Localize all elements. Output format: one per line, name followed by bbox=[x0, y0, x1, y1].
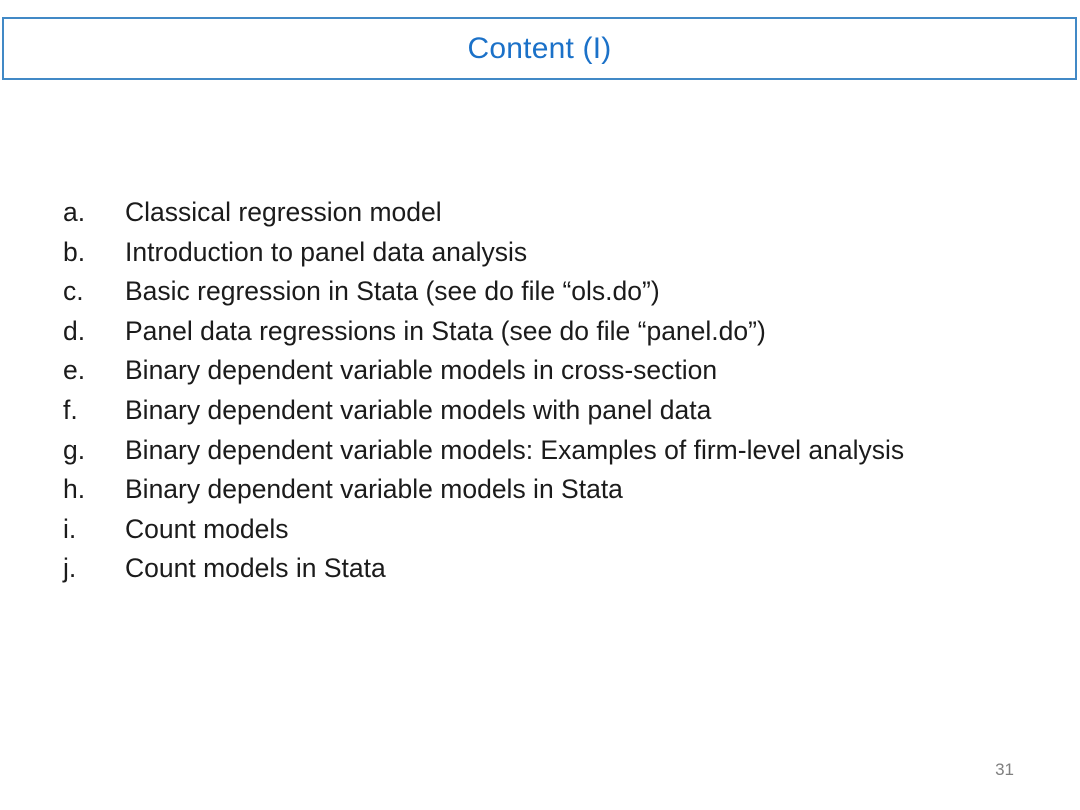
list-item: d. Panel data regressions in Stata (see … bbox=[63, 312, 1023, 352]
list-item: c. Basic regression in Stata (see do fil… bbox=[63, 272, 1023, 312]
list-item-letter: f. bbox=[63, 394, 78, 425]
list-item-text: Basic regression in Stata (see do file “… bbox=[125, 276, 660, 307]
list-item-text: Binary dependent variable models: Exampl… bbox=[125, 434, 905, 465]
list-item: e. Binary dependent variable models in c… bbox=[63, 351, 1023, 391]
list-item-text: Classical regression model bbox=[125, 197, 442, 227]
list-item-letter: c. bbox=[63, 276, 84, 307]
content-list: a. Classical regression model b. Introdu… bbox=[63, 193, 1023, 589]
slide-title: Content (I) bbox=[467, 31, 612, 65]
list-item-letter: g. bbox=[63, 434, 86, 465]
list-item-letter: h. bbox=[63, 474, 86, 505]
list-item-letter: b. bbox=[63, 236, 86, 267]
slide-title-box: Content (I) bbox=[2, 17, 1077, 80]
list-item: g. Binary dependent variable models: Exa… bbox=[63, 431, 1023, 471]
list-item: b. Introduction to panel data analysis bbox=[63, 233, 1023, 273]
list-item-letter: d. bbox=[63, 315, 86, 346]
list-item-text: Panel data regressions in Stata (see do … bbox=[125, 315, 766, 346]
list-item-letter: j. bbox=[63, 553, 77, 584]
list-item: i. Count models bbox=[63, 510, 1023, 550]
list-item-letter: e. bbox=[63, 355, 86, 386]
list-item: j. Count models in Stata bbox=[63, 549, 1023, 589]
list-item: a. Classical regression model bbox=[63, 193, 1023, 233]
list-item: h. Binary dependent variable models in S… bbox=[63, 470, 1023, 510]
list-item: f. Binary dependent variable models with… bbox=[63, 391, 1023, 431]
list-item-letter: i. bbox=[63, 513, 77, 544]
list-item-text: Binary dependent variable models in Stat… bbox=[125, 474, 623, 505]
list-item-letter: a. bbox=[63, 197, 86, 227]
list-item-text: Count models in Stata bbox=[125, 553, 386, 584]
list-item-text: Binary dependent variable models with pa… bbox=[125, 394, 712, 425]
list-item-text: Introduction to panel data analysis bbox=[125, 236, 528, 267]
page-number: 31 bbox=[995, 760, 1014, 779]
list-item-text: Count models bbox=[125, 513, 289, 544]
list-item-text: Binary dependent variable models in cros… bbox=[125, 355, 718, 386]
